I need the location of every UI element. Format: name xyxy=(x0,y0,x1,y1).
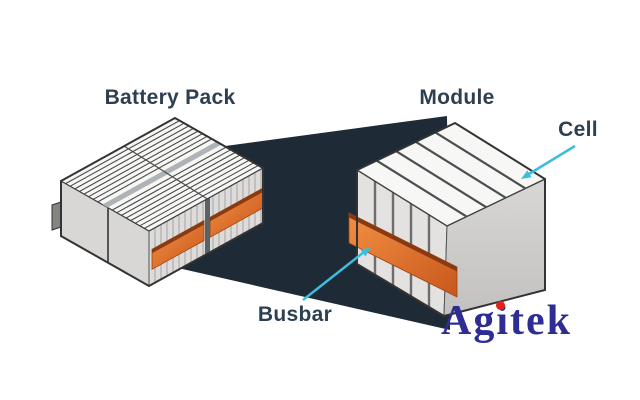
battery-pack-label: Battery Pack xyxy=(104,86,236,109)
module-drawing xyxy=(348,121,547,318)
pack-busbar-right-rim xyxy=(210,188,263,222)
module-outline xyxy=(356,121,546,318)
pack-outline xyxy=(60,116,264,288)
cell-label: Cell xyxy=(558,118,598,141)
logo-text-part1: Ag xyxy=(441,298,497,344)
logo-red-dot-icon xyxy=(496,301,506,310)
cell-arrow-head xyxy=(521,170,532,179)
pack-top-cell-stripes xyxy=(65,120,259,229)
pack-top-module-divider xyxy=(123,145,208,200)
module-label: Module xyxy=(419,86,495,109)
module-busbar-rim xyxy=(349,213,457,272)
logo-text-part3: tek xyxy=(510,298,573,344)
logo-letter-i: i xyxy=(496,298,511,344)
pack-side-tab xyxy=(51,201,62,231)
battery-pack-drawing xyxy=(51,116,265,288)
pack-busbar-left-rim xyxy=(152,220,204,254)
busbar-label: Busbar xyxy=(257,303,333,326)
pack-top-center-gap xyxy=(102,141,222,208)
annotation-arrows xyxy=(302,144,576,301)
busbar-arrow-head xyxy=(360,247,371,257)
pack-right-face-divider xyxy=(205,197,210,256)
busbar-arrow-line xyxy=(302,251,365,301)
module-top-cell-stripes xyxy=(376,131,526,218)
cell-arrow-line xyxy=(528,144,576,176)
